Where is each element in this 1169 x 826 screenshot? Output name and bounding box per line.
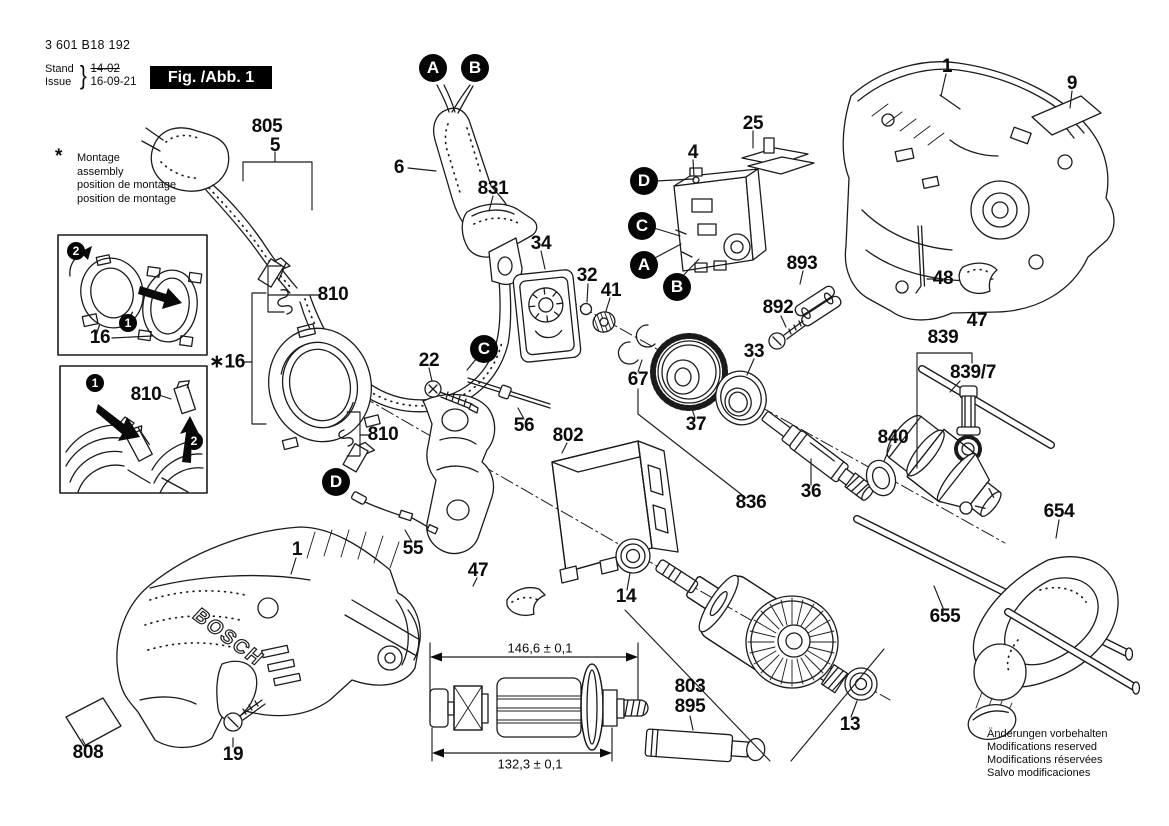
part-number-label: 34 — [530, 233, 552, 254]
brace-glyph: } — [79, 60, 87, 90]
callout-letter-badge: D — [630, 167, 658, 195]
figure-badge: Fig. /Abb. 1 — [150, 66, 272, 89]
callout-letter-badge: B — [461, 54, 489, 82]
part-number-label: 32 — [576, 265, 598, 286]
rights-note-line: Modifications reserved — [987, 741, 1098, 753]
part-number-label: 808 — [72, 742, 104, 763]
cable-clamp-drawing — [768, 285, 842, 350]
armature-dimension-drawing — [429, 642, 649, 762]
date-current: 16-09-21 — [90, 75, 137, 88]
part-number-label: 893 — [786, 253, 818, 274]
stand-issue-block: Stand Issue } 14-02 16-09-21 — [45, 60, 136, 91]
part-number-label: 41 — [600, 280, 622, 301]
auxiliary-handle-drawing — [853, 515, 1141, 741]
bearing-plate-34-drawing — [512, 269, 582, 363]
step-number-badge: 1 — [119, 314, 137, 332]
leader-lines — [81, 73, 1073, 762]
part-number-label: 654 — [1043, 501, 1075, 522]
header-block: 3 601 B18 192 Stand Issue } 14-02 16-09-… — [45, 38, 136, 91]
field-stator-drawing — [551, 440, 679, 584]
part-number-label: 810 — [317, 284, 349, 305]
asterisk-symbol: * — [55, 146, 63, 167]
part-number-label: 839 — [927, 327, 959, 348]
part-number-label: 55 — [402, 538, 424, 559]
part-number-label: 803 — [674, 676, 706, 697]
part-number-label: 802 — [552, 425, 584, 446]
part-number-label: 67 — [627, 369, 649, 390]
part-number-label: 16 — [89, 327, 111, 348]
step-number-badge: 1 — [86, 374, 104, 392]
part-number-label: 831 — [477, 178, 509, 199]
part-number: 3 601 B18 192 — [45, 38, 131, 52]
step-number-badge: 2 — [185, 432, 203, 450]
dimension-label: 146,6 ± 0,1 — [504, 640, 576, 656]
part-number-label: 36 — [800, 481, 822, 502]
part-number-label: 1 — [941, 56, 953, 77]
part-number-label: 22 — [418, 350, 440, 371]
part-number-label: 14 — [615, 586, 637, 607]
part-number-label: 839/7 — [949, 362, 997, 383]
callout-letter-badge: C — [628, 212, 656, 240]
part-number-label: 25 — [742, 113, 764, 134]
montage-note-line: position de montage — [77, 179, 177, 192]
part-number-label: 840 — [877, 427, 909, 448]
montage-note-line: assembly — [77, 165, 124, 178]
part-number-label: 810 — [130, 384, 162, 405]
montage-note: * Montage assembly position de montage p… — [55, 146, 177, 206]
inset-boxes — [57, 234, 208, 494]
rights-note-line: Modifications réservées — [987, 754, 1103, 766]
bearing-flange-831-drawing — [461, 203, 538, 286]
armature-drawing — [615, 538, 878, 763]
rights-note-line: Änderungen vorbehalten — [987, 728, 1108, 740]
part-number-label: 895 — [674, 696, 706, 717]
part-number-label: 19 — [222, 744, 244, 765]
part-number-label: 892 — [762, 297, 794, 318]
part-number-label: 47 — [966, 310, 988, 331]
housing-left-drawing — [65, 526, 546, 749]
part-number-label: 810 — [367, 424, 399, 445]
part-number-label: 6 — [393, 157, 405, 178]
montage-note-line: Montage — [77, 152, 120, 164]
montage-note-line: position de montage — [77, 192, 177, 205]
dimension-label: 132,3 ± 0,1 — [494, 756, 566, 772]
brush-plate-assembly-drawing — [257, 257, 381, 473]
step-number-badge: 2 — [67, 242, 85, 260]
part-number-label: 47 — [467, 560, 489, 581]
part-number-label: 836 — [735, 492, 767, 513]
rights-note-line: Salvo modificaciones — [987, 767, 1091, 779]
issue-label: Issue — [45, 75, 72, 88]
part-number-label: 805 — [251, 116, 283, 137]
callout-letter-badge: A — [419, 54, 447, 82]
part-number-label: 1 — [291, 539, 303, 560]
housing-right-drawing — [842, 61, 1115, 321]
part-number-label: 56 — [513, 415, 535, 436]
callout-letter-badge: D — [322, 468, 350, 496]
part-number-label: ∗16 — [208, 351, 246, 373]
part-number-label: 13 — [839, 714, 861, 735]
part-number-label: 9 — [1066, 73, 1078, 94]
bearing-bracket-drawing — [350, 377, 551, 555]
part-number-label: 33 — [743, 341, 765, 362]
small-parts-drawing — [579, 302, 656, 365]
chuck-and-key-drawing — [886, 365, 1055, 517]
rights-note: Änderungen vorbehalten Modifications res… — [987, 728, 1107, 780]
date-superseded: 14-02 — [90, 62, 120, 75]
callout-letter-badge: C — [470, 335, 498, 363]
part-number-label: 48 — [932, 268, 954, 289]
callout-letter-badge: B — [663, 273, 691, 301]
part-number-label: 4 — [687, 142, 699, 163]
gear-spindle-drawing — [650, 333, 897, 501]
part-number-label: 655 — [929, 606, 961, 627]
part-number-label: 5 — [269, 135, 281, 156]
part-number-label: 37 — [685, 414, 707, 435]
switch-drawing — [673, 137, 815, 273]
callout-letter-badge: A — [630, 251, 658, 279]
stand-label: Stand — [45, 62, 74, 75]
